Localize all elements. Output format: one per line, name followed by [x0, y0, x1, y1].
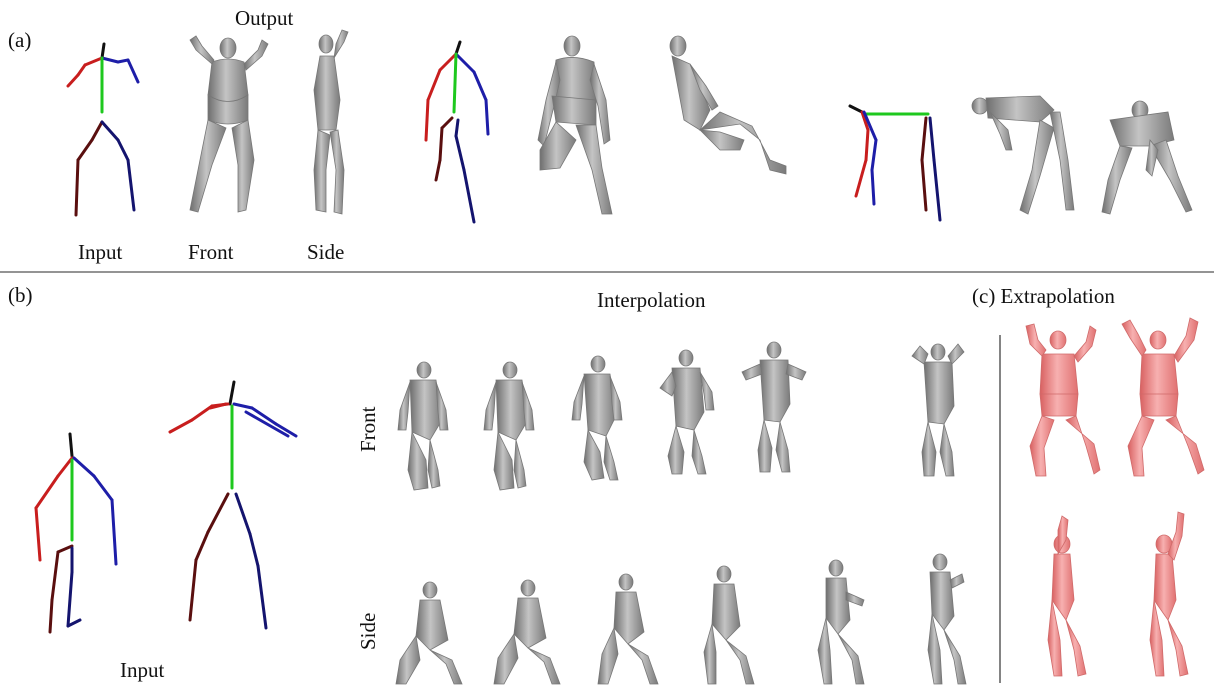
- skeleton-b1: [36, 434, 116, 632]
- extrap-side-2: [1150, 512, 1188, 676]
- interp-side-4: [704, 566, 754, 684]
- panel-b-front-row-label: Front: [358, 406, 379, 452]
- mesh-a1-side: [314, 30, 348, 214]
- panel-a-output-label: Output: [235, 8, 293, 29]
- panel-b-label: (b): [8, 285, 33, 306]
- panel-b-input-label: Input: [120, 660, 164, 681]
- panel-b-side-row-label: Side: [358, 613, 379, 650]
- mesh-a2-side: [670, 36, 786, 174]
- mesh-a3-front: [972, 96, 1074, 214]
- skeleton-a1: [68, 44, 138, 215]
- panel-a-side-label: Side: [307, 242, 344, 263]
- interp-side-3: [598, 574, 658, 684]
- panel-b-title: Interpolation: [597, 290, 705, 311]
- interp-front-2: [484, 362, 534, 490]
- panel-a-front-label: Front: [188, 242, 234, 263]
- mesh-a1-front: [190, 36, 268, 212]
- panel-a-input-label: Input: [78, 242, 122, 263]
- skeleton-a2: [426, 42, 488, 222]
- extrap-front-1: [1026, 324, 1100, 476]
- interp-front-1: [398, 362, 448, 490]
- mesh-interp-front-row: [398, 342, 964, 490]
- interp-front-4: [660, 350, 714, 474]
- panel-a-label: (a): [8, 30, 31, 51]
- interp-side-2: [494, 580, 560, 684]
- mesh-extrap-front-row: [1026, 318, 1204, 476]
- interp-front-5: [742, 342, 806, 472]
- extrap-side-1: [1048, 516, 1086, 676]
- mesh-extrap-side-row: [1048, 512, 1188, 676]
- interp-side-6: [928, 554, 966, 684]
- interp-front-6: [912, 344, 964, 476]
- interp-front-3: [572, 356, 622, 480]
- skeleton-b2: [170, 382, 296, 628]
- panel-c-label: (c) Extrapolation: [972, 286, 1115, 307]
- interp-side-5: [818, 560, 864, 684]
- extrap-front-2: [1122, 318, 1204, 476]
- mesh-a2-front: [538, 36, 612, 214]
- mesh-a3-side: [1102, 101, 1192, 214]
- mesh-interp-side-row: [396, 554, 966, 684]
- interp-side-1: [396, 582, 462, 684]
- skeleton-a3: [850, 106, 940, 220]
